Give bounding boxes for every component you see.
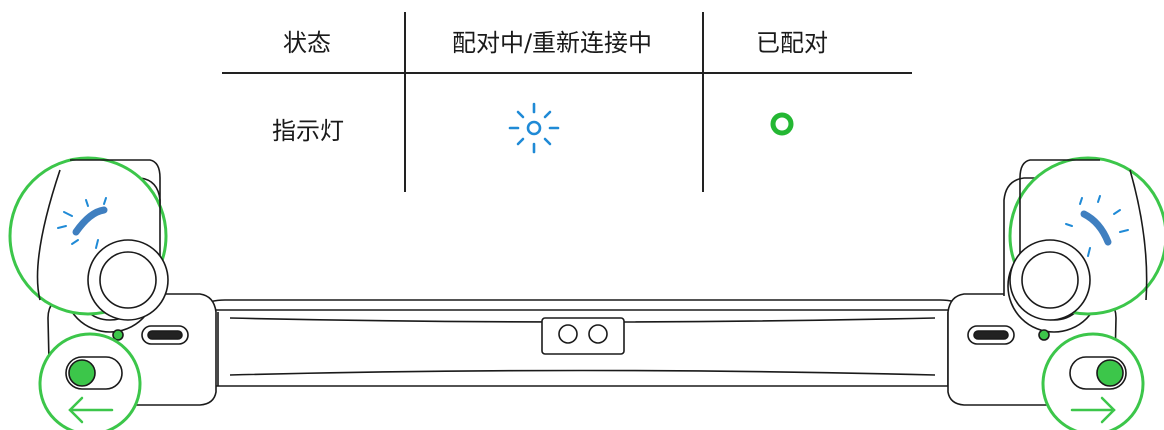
- header-pairing: 配对中/重新连接中: [451, 29, 653, 57]
- table-divider-1: [404, 12, 406, 192]
- left-led-strip: [72, 206, 108, 236]
- header-paired: 已配对: [756, 29, 828, 57]
- right-led-strip: [1080, 210, 1112, 246]
- left-led-callout: [8, 156, 169, 321]
- arrow-left-icon: [68, 396, 114, 424]
- bridge-button-left: [558, 324, 578, 344]
- right-switch-callout: [1041, 332, 1145, 430]
- left-switch-callout: [38, 332, 142, 430]
- row-label-indicator: 指示灯: [272, 117, 344, 145]
- bridge-button-right: [588, 324, 608, 344]
- left-led: [112, 329, 124, 341]
- blinking-blue-icon: [508, 102, 560, 154]
- table-divider-2: [702, 12, 704, 192]
- right-led: [1038, 329, 1050, 341]
- header-state: 状态: [283, 29, 331, 57]
- controller-bridge: [199, 299, 966, 387]
- right-led-callout: [1008, 156, 1164, 321]
- arrow-right-icon: [1070, 396, 1116, 424]
- table-divider-horizontal: [222, 72, 912, 74]
- solid-green-ring-icon: [770, 112, 794, 136]
